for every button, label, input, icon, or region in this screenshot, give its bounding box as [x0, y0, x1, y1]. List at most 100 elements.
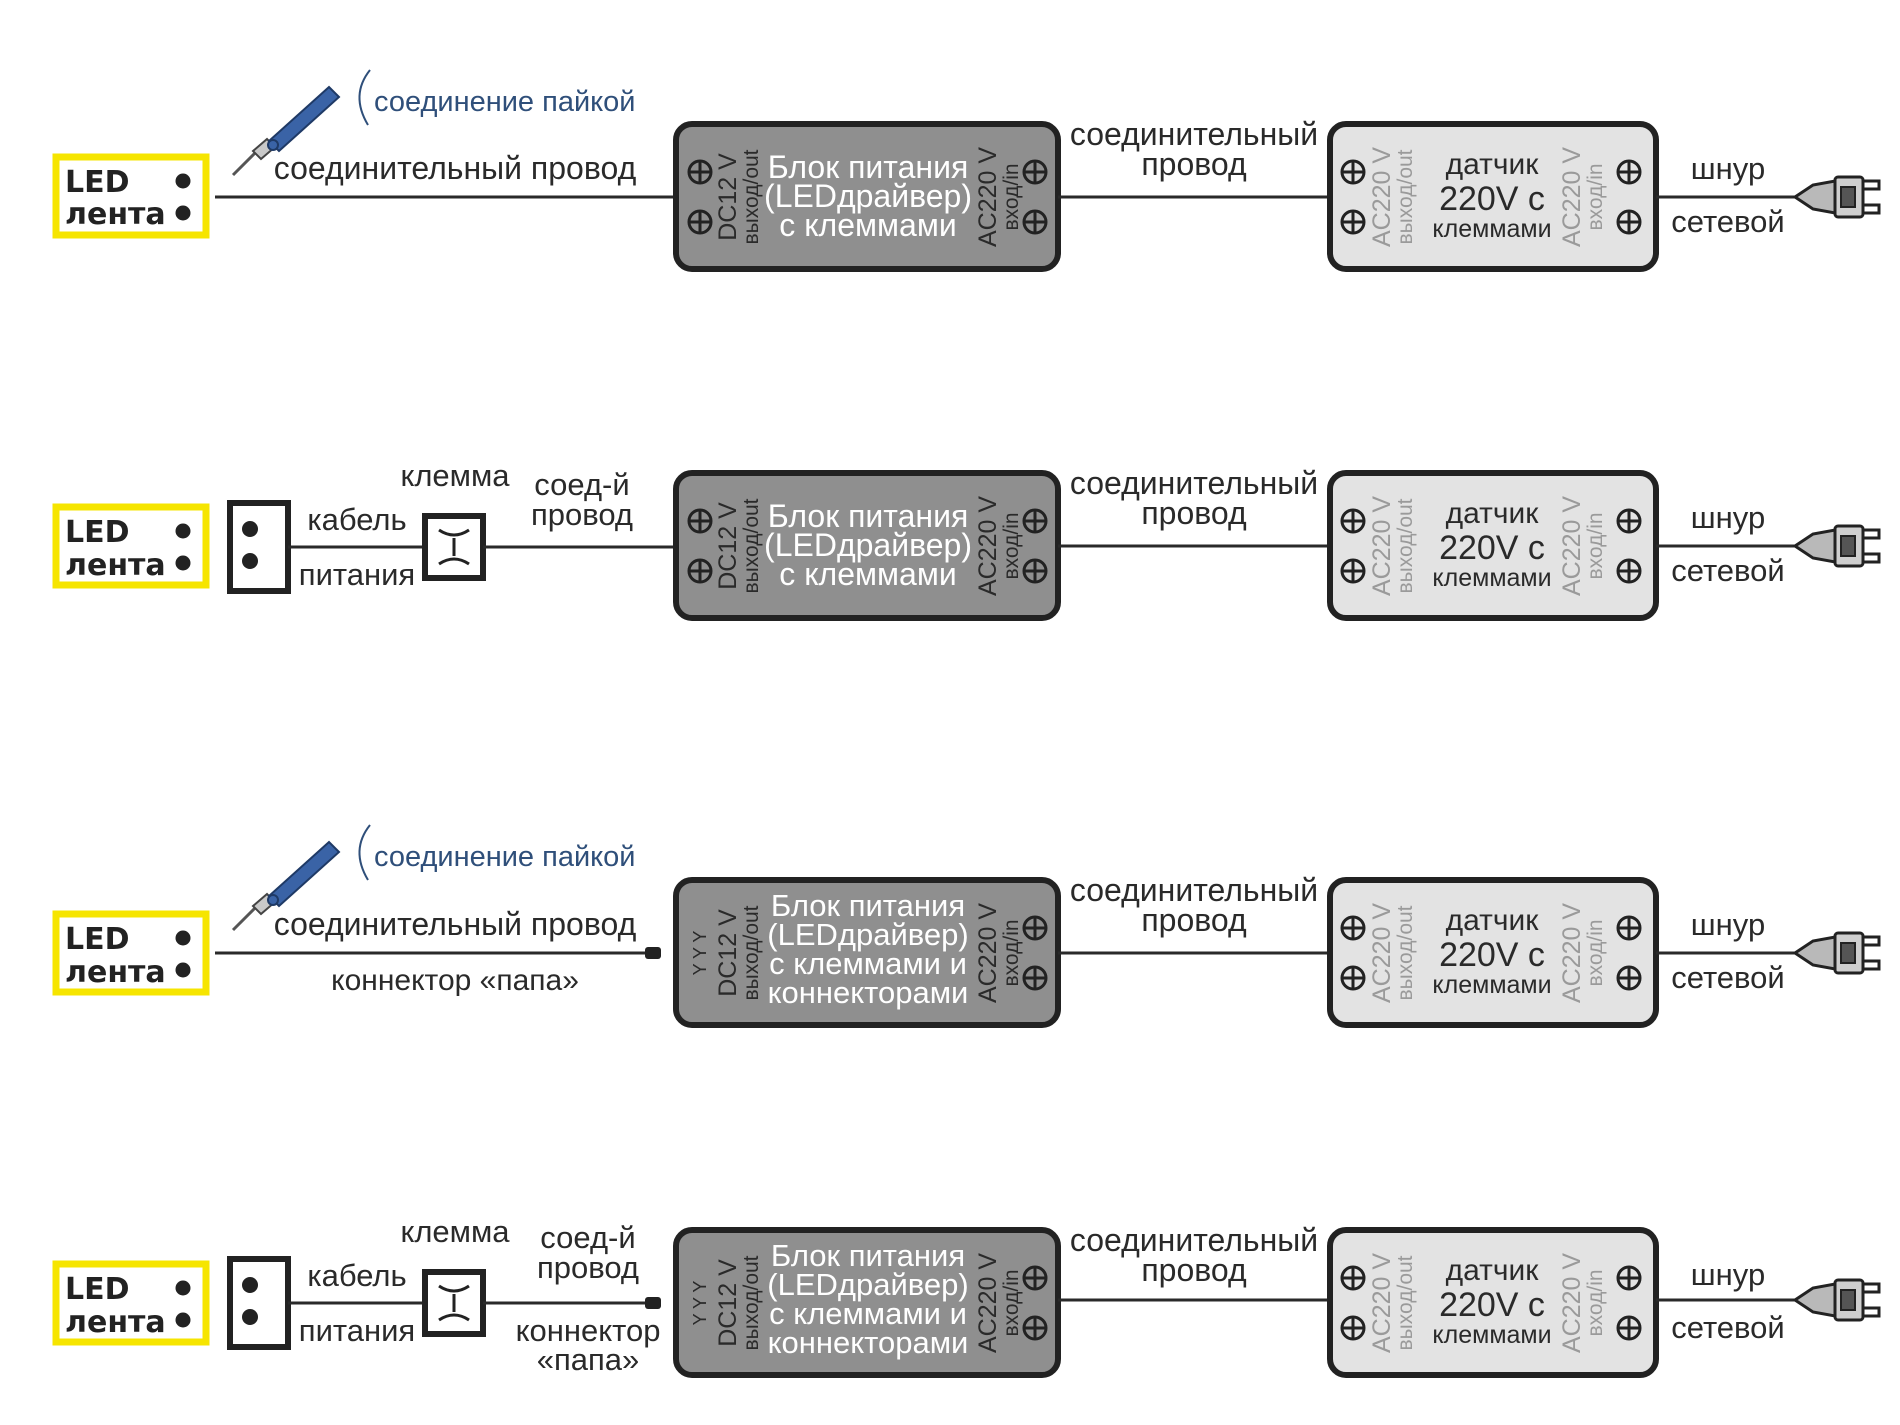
screw-icon [1022, 915, 1048, 941]
sensor-title: датчик [1446, 497, 1540, 530]
mid-wire-label: провод [1141, 146, 1247, 182]
screw-icon [1616, 1315, 1642, 1341]
sensor-title: 220V с [1439, 180, 1545, 218]
cable-label: питания [299, 1313, 415, 1348]
driver-in-label: вход/in [1000, 512, 1023, 579]
screw-icon [1340, 508, 1366, 534]
sensor-out-label: выход/out [1394, 498, 1417, 593]
cord-label: сетевой [1671, 1310, 1784, 1345]
driver-title: (LEDдрайвер) [767, 917, 968, 952]
screw-icon [1022, 508, 1048, 534]
sensor-out-label: AC220 V [1368, 496, 1396, 596]
mid-wire-label: соединительный [1070, 465, 1318, 501]
driver-title: (LEDдрайвер) [764, 178, 972, 214]
cord-label: шнур [1691, 500, 1765, 535]
screw-icon [687, 159, 713, 185]
driver-out-label: DC12 V [714, 909, 742, 997]
connector-label: «папа» [537, 1342, 640, 1377]
mid-wire-label: соединительный [1070, 1222, 1318, 1258]
led-label: лента [65, 1305, 166, 1340]
led-label: лента [65, 548, 166, 583]
driver-out-label: DC12 V [714, 153, 742, 241]
clamp-label: клемма [400, 458, 510, 493]
cable-label: питания [299, 557, 415, 592]
led-label: LED [65, 165, 130, 200]
connector-label: коннектор «папа» [331, 964, 579, 997]
driver-in-label: AC220 V [974, 147, 1002, 247]
sensor-out-label: AC220 V [1368, 147, 1396, 247]
screw-icon [1022, 1265, 1048, 1291]
sensor-title: датчик [1446, 904, 1540, 937]
screw-icon [1340, 159, 1366, 185]
driver-title: Блок питания [771, 1238, 965, 1273]
short-wire-label: провод [531, 497, 633, 532]
solder-label: соединение пайкой [374, 841, 635, 873]
row-2: LED лента кабель питания клемма соед-й п… [56, 458, 1881, 621]
solder-label: соединение пайкой [374, 86, 635, 118]
clamp-icon [425, 516, 483, 578]
driver-title: (LEDдрайвер) [767, 1267, 968, 1302]
sensor-in-label: AC220 V [1558, 1253, 1586, 1353]
led-label: лента [65, 197, 166, 232]
driver-out-label: выход/out [740, 498, 763, 593]
connector-label: коннектор [516, 1313, 661, 1348]
screw-icon [1340, 558, 1366, 584]
screw-icon [1340, 965, 1366, 991]
connector-plug-icon [645, 1297, 661, 1309]
driver-title: с клеммами и [769, 1296, 967, 1331]
sensor-out-label: выход/out [1394, 149, 1417, 244]
led-label: LED [65, 922, 130, 957]
driver-title: коннекторами [768, 1325, 969, 1360]
sensor-title: 220V с [1439, 529, 1545, 567]
clamp-icon [425, 1272, 483, 1334]
screw-icon [687, 209, 713, 235]
led-label: лента [65, 955, 166, 990]
plug-icon [1793, 1278, 1881, 1322]
led-label: LED [65, 515, 130, 550]
screw-icon [1616, 159, 1642, 185]
cable-label: кабель [307, 502, 406, 537]
driver-title: Блок питания [771, 888, 965, 923]
mid-wire-label: провод [1141, 1252, 1247, 1288]
plug-icon [1793, 931, 1881, 975]
driver-in-label: вход/in [1000, 163, 1023, 230]
sensor-out-label: выход/out [1394, 1255, 1417, 1350]
short-wire-label: соед-й [540, 1220, 635, 1255]
mid-wire-label: соединительный [1070, 872, 1318, 908]
wire-label: соединительный провод [274, 906, 637, 942]
driver-out-label: DC12 V [714, 502, 742, 590]
sensor-in-label: вход/in [1584, 163, 1607, 230]
terminal-block [230, 503, 288, 591]
sensor-out-label: AC220 V [1368, 1253, 1396, 1353]
screw-icon [1340, 209, 1366, 235]
terminal-block [230, 1259, 288, 1347]
sensor-in-label: вход/in [1584, 1269, 1607, 1336]
driver-title: (LEDдрайвер) [764, 527, 972, 563]
screw-icon [1022, 965, 1048, 991]
sensor-in-label: AC220 V [1558, 496, 1586, 596]
sensor-title: клеммами [1432, 564, 1551, 592]
screw-icon [687, 508, 713, 534]
screw-icon [1616, 965, 1642, 991]
driver-in-label: вход/in [1000, 1269, 1023, 1336]
cord-label: сетевой [1671, 960, 1784, 995]
driver-out-label: выход/out [740, 149, 763, 244]
driver-in-label: AC220 V [974, 496, 1002, 596]
sensor-in-label: AC220 V [1558, 903, 1586, 1003]
driver-title: коннекторами [768, 975, 969, 1010]
row-4: LED лента кабель питания клемма соед-й п… [56, 1214, 1881, 1378]
sensor-title: клеммами [1432, 971, 1551, 999]
cord-label: шнур [1691, 1257, 1765, 1292]
screw-icon [1022, 209, 1048, 235]
driver-in-label: AC220 V [974, 903, 1002, 1003]
short-wire-label: соед-й [534, 467, 629, 502]
plug-icon [1793, 524, 1881, 568]
cable-label: кабель [307, 1258, 406, 1293]
mid-wire-label: провод [1141, 495, 1247, 531]
connector-marks: Y Y Y [690, 1281, 710, 1326]
driver-title: с клеммами и [769, 946, 967, 981]
sensor-title: клеммами [1432, 215, 1551, 243]
sensor-in-label: вход/in [1584, 512, 1607, 579]
driver-in-label: AC220 V [974, 1253, 1002, 1353]
clamp-label: клемма [400, 1214, 510, 1249]
